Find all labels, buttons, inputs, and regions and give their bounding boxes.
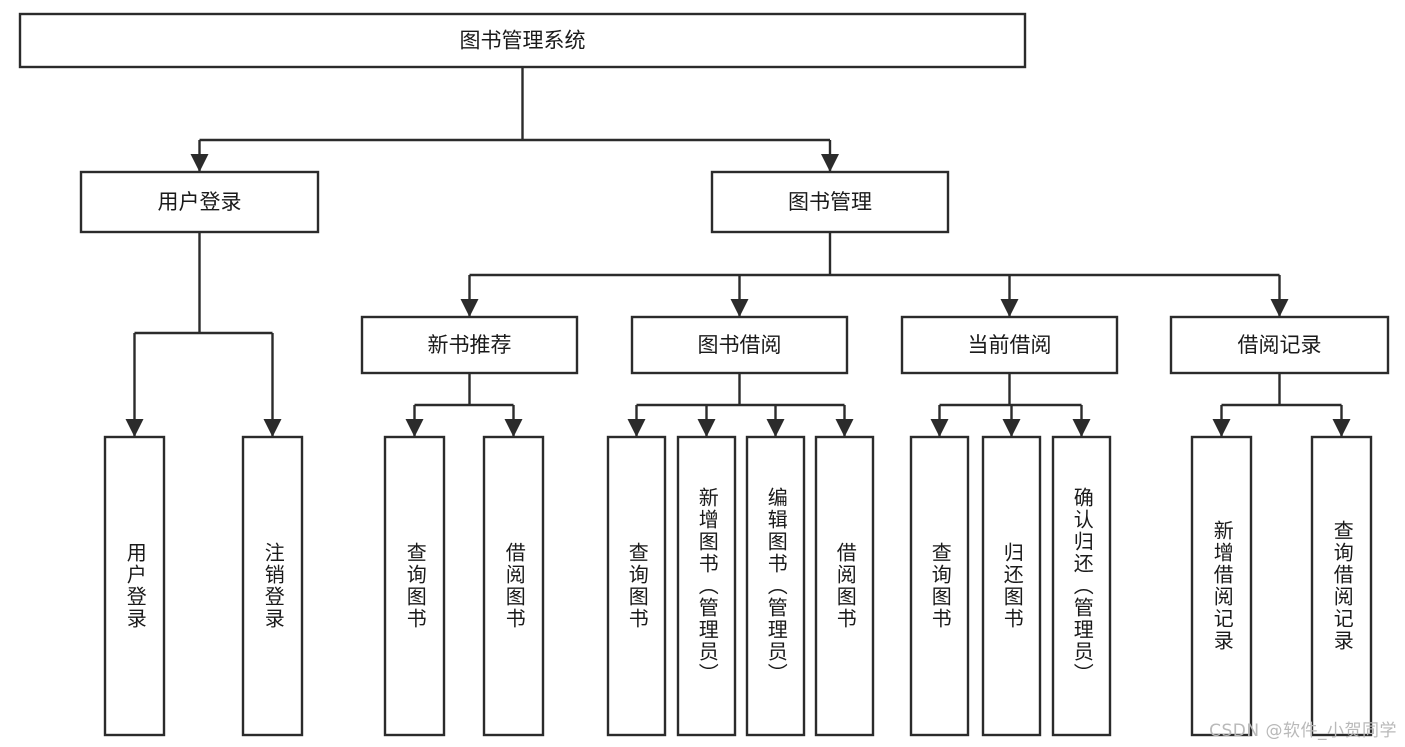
node-box-root[interactable] <box>18 12 1027 69</box>
arrow-head-icon-leaf-user-logout <box>263 419 282 437</box>
node-box-leaf-query-book-current[interactable] <box>909 435 970 737</box>
arrow-head-icon-leaf-query-book-rec <box>405 419 424 437</box>
node-label-current-borrow: 当前借阅 <box>968 333 1052 357</box>
arrow-head-icon-borrow-record <box>1270 299 1289 317</box>
node-label-book-borrow: 图书借阅 <box>698 333 782 357</box>
node-box-leaf-user-login[interactable] <box>103 435 166 737</box>
arrow-head-icon-leaf-edit-book <box>766 419 785 437</box>
arrow-head-icon-leaf-add-record <box>1212 419 1231 437</box>
node-box-book-manage[interactable] <box>710 170 950 234</box>
arrow-head-icon-leaf-confirm-return <box>1072 419 1091 437</box>
node-box-leaf-query-book-borrow[interactable] <box>606 435 667 737</box>
node-label-root: 图书管理系统 <box>460 29 586 53</box>
node-box-leaf-query-book-rec[interactable] <box>383 435 446 737</box>
node-box-leaf-user-logout[interactable] <box>241 435 304 737</box>
node-label-book-manage: 图书管理 <box>788 190 872 214</box>
arrow-head-icon-leaf-query-book-current <box>930 419 949 437</box>
node-box-leaf-confirm-return[interactable] <box>1051 435 1112 737</box>
node-label-borrow-record: 借阅记录 <box>1238 333 1322 357</box>
arrow-head-icon-leaf-query-book-borrow <box>627 419 646 437</box>
arrow-head-icon-new-book-rec <box>460 299 479 317</box>
node-box-user-login[interactable] <box>79 170 320 234</box>
node-box-current-borrow[interactable] <box>900 315 1119 375</box>
arrow-head-icon-leaf-borrow-book <box>835 419 854 437</box>
arrow-head-icon-book-manage <box>821 154 839 172</box>
arrow-head-icon-book-borrow <box>730 299 749 317</box>
node-box-leaf-return-book[interactable] <box>981 435 1042 737</box>
node-box-leaf-add-book[interactable] <box>676 435 737 737</box>
node-box-borrow-record[interactable] <box>1169 315 1390 375</box>
node-label-user-login: 用户登录 <box>158 190 242 214</box>
arrow-head-icon-leaf-query-record <box>1332 419 1351 437</box>
arrow-head-icon-current-borrow <box>1000 299 1019 317</box>
node-box-leaf-borrow-book-rec[interactable] <box>482 435 545 737</box>
arrow-head-icon-leaf-return-book <box>1002 419 1021 437</box>
connector-lines-layer <box>125 67 1351 437</box>
watermark-text: CSDN @软件_小贺同学 <box>1209 721 1397 741</box>
node-box-leaf-edit-book[interactable] <box>745 435 806 737</box>
arrow-head-icon-leaf-borrow-book-rec <box>504 419 523 437</box>
node-box-leaf-borrow-book[interactable] <box>814 435 875 737</box>
arrow-head-icon-user-login <box>190 154 209 172</box>
node-boxes-layer <box>18 12 1390 737</box>
node-box-new-book-rec[interactable] <box>360 315 579 375</box>
arrow-head-icon-leaf-user-login <box>125 419 144 437</box>
arrow-head-icon-leaf-add-book <box>697 419 716 437</box>
node-box-leaf-add-record[interactable] <box>1190 435 1253 737</box>
node-box-leaf-query-record[interactable] <box>1310 435 1373 737</box>
node-box-book-borrow[interactable] <box>630 315 849 375</box>
node-label-new-book-rec: 新书推荐 <box>428 333 512 357</box>
